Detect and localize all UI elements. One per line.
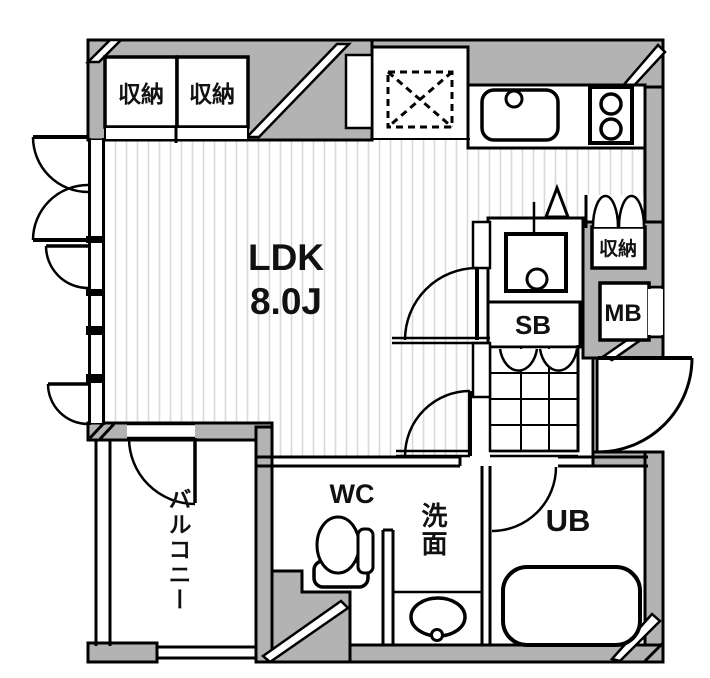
ub-label: UB [546,503,591,538]
hatch-wc-block [260,599,350,664]
closet-top-1-label: 収納 [118,81,164,107]
closet-right: 収納 [590,194,647,270]
kitchen [370,70,647,150]
sanitary-walls [256,345,648,646]
ldk-size-label: 8.0J [250,281,322,322]
bathtub-icon [501,565,642,647]
balcony-right-wall [254,425,274,664]
double-door-icon [591,194,646,228]
toilet-icon [312,515,375,589]
hatch-extra-lines [88,422,665,663]
closet-top-2-label: 収納 [189,81,235,107]
meter-box-label: MB [604,300,641,327]
closet-top-left: 収納 収納 [103,55,250,143]
interior-walls [392,195,588,458]
shoe-box: SB [486,300,582,349]
interior-door-swing-icon [403,389,472,457]
washroom-label: 洗面 [418,502,448,558]
genkan-entry [488,345,580,458]
meter-box: MB [598,281,663,342]
ldk-label: LDK [248,237,324,278]
pipe-space-box [344,53,374,130]
entrance-door-swing-icon [595,356,694,454]
laundry-niche [486,183,585,304]
balcony-railing [94,440,256,660]
shoe-box-label: SB [515,310,551,340]
wall-top-right-band [370,38,665,89]
balcony-bottom-block [86,641,159,664]
balcony-label: バルコニー [165,488,191,613]
balcony [94,422,256,660]
stove-burner-icon [599,117,623,141]
fridge-space-icon [386,70,454,129]
wc-label: WC [330,479,375,509]
balcony-door-swing-icon [127,437,197,506]
wall-right-upper [643,85,665,230]
hatch-top-left [84,38,125,64]
water-tap-triangle-icon [543,183,571,219]
double-door-icon [498,348,579,372]
kitchen-sink-icon [480,88,560,142]
left-window-wall [31,135,105,426]
casement-window-icon [46,382,89,426]
hatch-top-middle [244,42,352,139]
interior-door-swing-icon [403,266,479,341]
washbasin-icon [409,596,467,642]
closet-right-label: 収納 [599,237,637,260]
casement-window-icon [31,135,89,242]
ub-door-swing-icon [491,466,558,533]
ldk-floor [105,140,645,457]
faucet-icon [504,89,524,109]
casement-window-icon [44,244,89,290]
stove-burner-icon [599,92,623,116]
